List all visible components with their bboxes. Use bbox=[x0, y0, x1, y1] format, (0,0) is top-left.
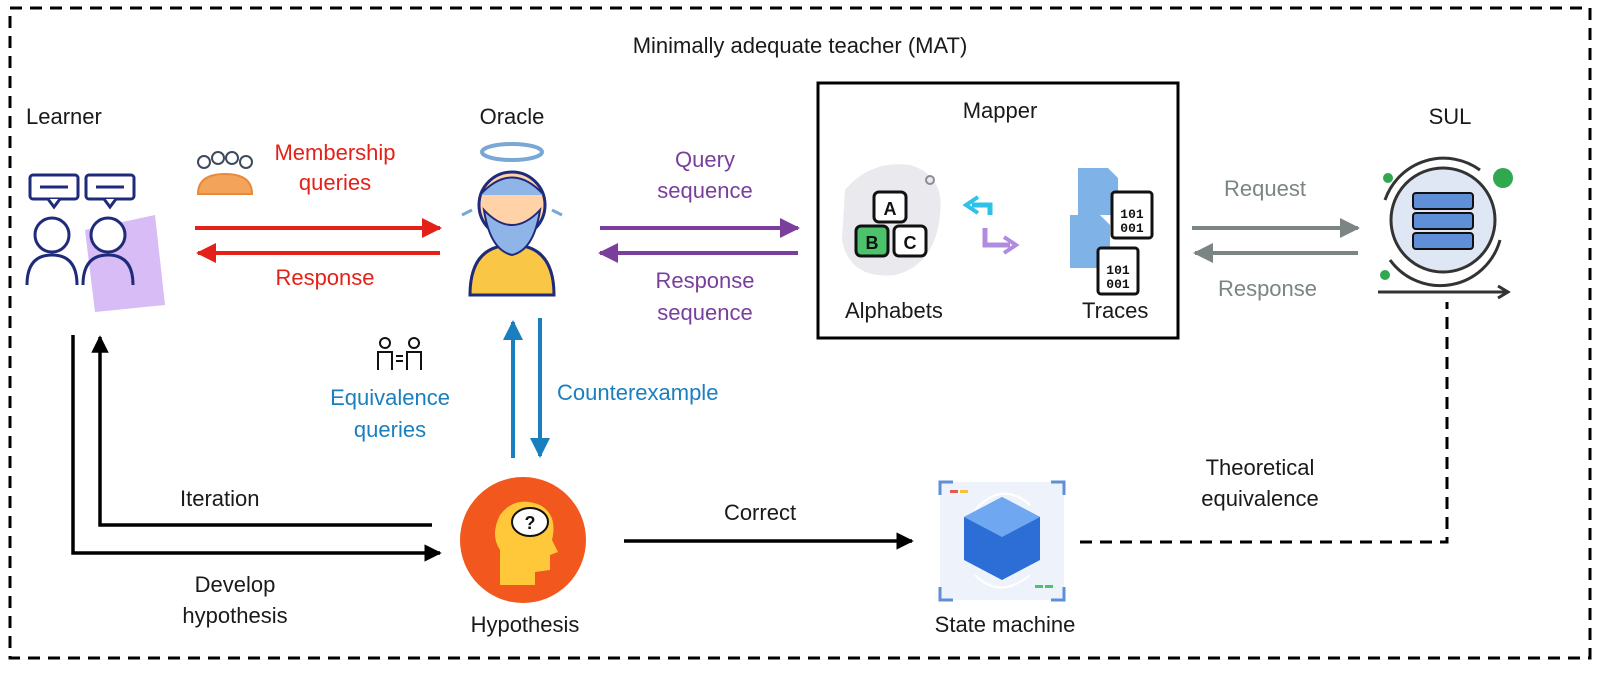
theoretical-equivalence-label-1: Theoretical bbox=[1205, 455, 1315, 480]
block-c-text: C bbox=[904, 233, 917, 253]
query-sequence-label-2: sequence bbox=[657, 178, 753, 203]
iteration-label: Iteration bbox=[180, 486, 260, 511]
equivalence-icon bbox=[377, 337, 422, 370]
sul-server-icon bbox=[1378, 156, 1513, 300]
alphabets-label: Alphabets bbox=[845, 298, 943, 323]
query-sequence-label-1: Query bbox=[675, 147, 735, 172]
counterexample-label: Counterexample bbox=[557, 380, 719, 405]
response-sequence-label-2: sequence bbox=[657, 300, 753, 325]
hypothesis-icon: ? bbox=[460, 477, 586, 603]
diagram-title: Minimally adequate teacher (MAT) bbox=[632, 33, 968, 58]
response-label-gray: Response bbox=[1217, 276, 1318, 301]
traces-label: Traces bbox=[1082, 298, 1149, 323]
request-label: Request bbox=[1224, 176, 1306, 201]
equivalence-queries-label-1: Equivalence bbox=[330, 385, 450, 410]
block-a-text: A bbox=[884, 199, 897, 219]
theoretical-equivalence-line bbox=[1080, 302, 1449, 544]
develop-hypothesis-arrow bbox=[71, 335, 442, 562]
membership-queries-label-2: queries bbox=[298, 170, 372, 195]
equivalence-queries-label-2: queries bbox=[353, 417, 427, 442]
correct-label: Correct bbox=[723, 500, 797, 525]
alphabets-icon: A B C bbox=[842, 164, 941, 276]
question-mark-glyph: ? bbox=[525, 513, 536, 533]
mapper-box bbox=[816, 81, 1180, 340]
group-icon bbox=[196, 151, 254, 195]
mapper-label: Mapper bbox=[962, 98, 1038, 123]
block-b-text: B bbox=[866, 233, 879, 253]
state-machine-label: State machine bbox=[934, 612, 1076, 637]
trace-bits-1: 101 bbox=[1120, 207, 1144, 222]
develop-hypothesis-label-2: hypothesis bbox=[182, 603, 288, 628]
mapping-arrows-icon bbox=[962, 195, 1020, 255]
response-sequence-label-1: Response bbox=[655, 268, 755, 293]
oracle-label: Oracle bbox=[479, 104, 545, 129]
state-machine-icon bbox=[938, 480, 1066, 602]
traces-icon: 101 001 101 001 bbox=[1070, 168, 1154, 296]
trace-bits-4: 001 bbox=[1106, 277, 1130, 292]
trace-bits-2: 001 bbox=[1120, 221, 1144, 236]
theoretical-equivalence-label-2: equivalence bbox=[1201, 486, 1319, 511]
oracle-icon bbox=[461, 142, 563, 297]
response-label-red: Response bbox=[275, 265, 375, 290]
hypothesis-label: Hypothesis bbox=[470, 612, 580, 637]
develop-hypothesis-label-1: Develop bbox=[194, 572, 276, 597]
mat-frame bbox=[8, 6, 1592, 660]
learner-label: Learner bbox=[26, 104, 102, 129]
trace-bits-3: 101 bbox=[1106, 263, 1130, 278]
membership-queries-label-1: Membership bbox=[274, 140, 396, 165]
sul-label: SUL bbox=[1428, 104, 1472, 129]
iteration-arrow bbox=[91, 335, 432, 527]
learner-icon bbox=[25, 173, 165, 312]
